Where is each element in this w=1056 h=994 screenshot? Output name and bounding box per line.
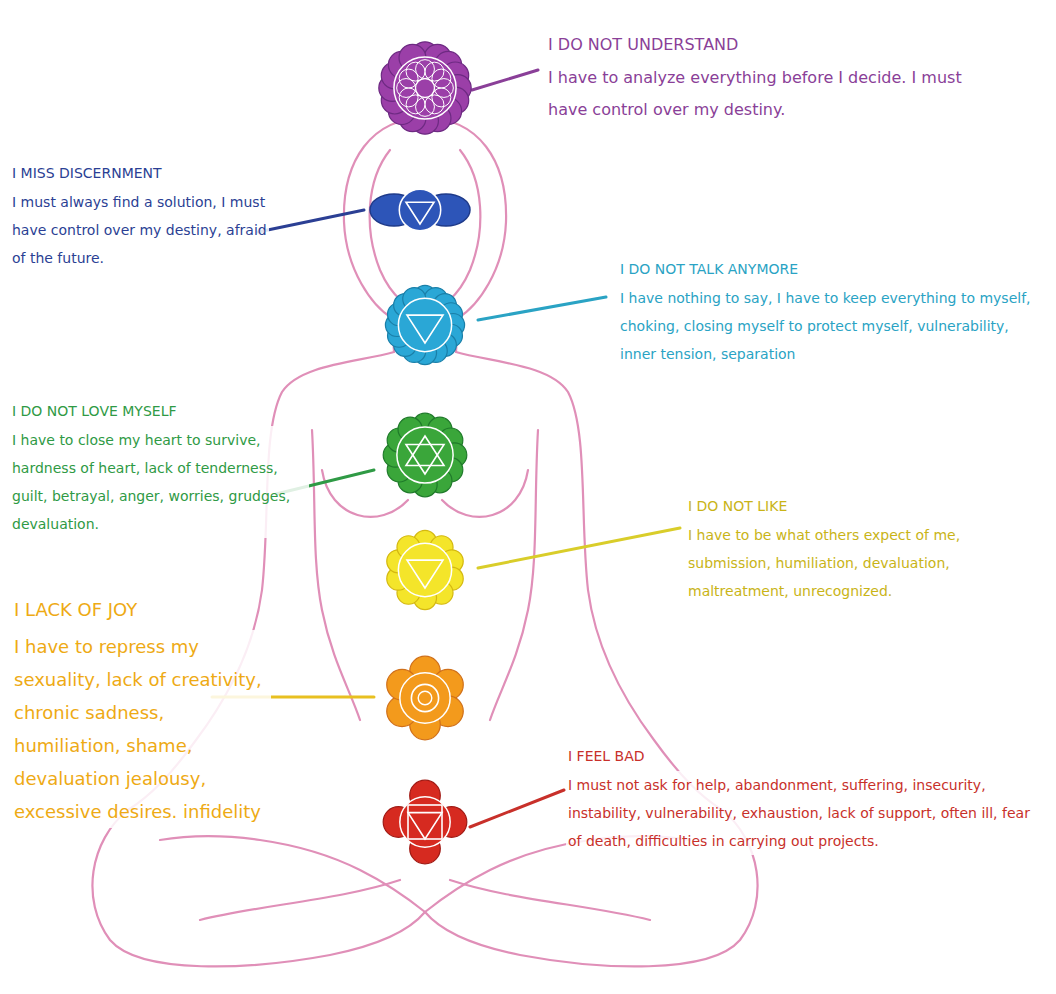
torso-left — [312, 430, 360, 720]
chakra-description: I have to repress my sexuality, lack of … — [12, 630, 271, 828]
chakra-heading: I DO NOT TALK ANYMORE — [618, 259, 800, 279]
chakra-ring — [411, 684, 438, 711]
chakra — [387, 656, 464, 740]
chakra-inner-petal — [406, 62, 425, 81]
chakra-disc — [397, 427, 453, 483]
chakra-heading: I MISS DISCERNMENT — [10, 163, 164, 183]
chakra — [383, 780, 467, 864]
chakra-description: I have to close my heart to survive, har… — [10, 426, 309, 538]
chakra-heading: I DO NOT LOVE MYSELF — [10, 401, 179, 421]
face-line — [370, 150, 481, 312]
foot-right — [450, 880, 650, 920]
chakra-disc — [400, 797, 450, 847]
leg-left — [92, 810, 425, 966]
chakra-heading: I FEEL BAD — [566, 746, 647, 766]
chakra-heading: I DO NOT UNDERSTAND — [546, 34, 740, 56]
chakra-disc — [400, 673, 450, 723]
chakra-description: I have to analyze everything before I de… — [546, 62, 980, 126]
chakra-symbols — [370, 42, 471, 864]
calf-left — [160, 836, 425, 912]
chakra-disc — [398, 543, 451, 596]
chakra-disc — [398, 298, 451, 351]
chakra-heading: I LACK OF JOY — [12, 598, 139, 622]
chakra — [379, 42, 471, 134]
chakra-triangle — [406, 202, 434, 224]
leader-line — [472, 70, 538, 90]
chakra-triangle — [407, 315, 443, 343]
chakra — [387, 530, 463, 609]
torso-right — [490, 430, 538, 720]
chakra — [385, 285, 464, 364]
chakra-heading: I DO NOT LIKE — [686, 496, 789, 516]
chakra-triangle — [406, 436, 444, 465]
leader-line — [258, 210, 364, 232]
chakra-disc — [394, 57, 456, 119]
chakra-description: I have nothing to say, I have to keep ev… — [618, 284, 1042, 368]
chakra-description: I must not ask for help, abandonment, su… — [566, 771, 1040, 855]
foot-left — [200, 880, 400, 920]
chakra-description: I have to be what others expect of me, s… — [686, 521, 1040, 605]
chakra — [383, 413, 467, 497]
chakra-triangle — [406, 445, 444, 474]
leader-line — [478, 297, 606, 320]
chakra-ring — [416, 79, 435, 98]
chakra-ring — [418, 691, 432, 705]
chakra-triangle — [408, 813, 442, 839]
chakra-disc — [399, 189, 440, 230]
chakra-square — [408, 805, 442, 839]
chakra — [370, 189, 470, 230]
chakra-triangle — [407, 560, 443, 588]
leader-line — [478, 528, 680, 568]
leader-line — [470, 790, 564, 827]
chakra-description: I must always find a solution, I must ha… — [10, 188, 269, 272]
arm-right — [456, 352, 722, 810]
